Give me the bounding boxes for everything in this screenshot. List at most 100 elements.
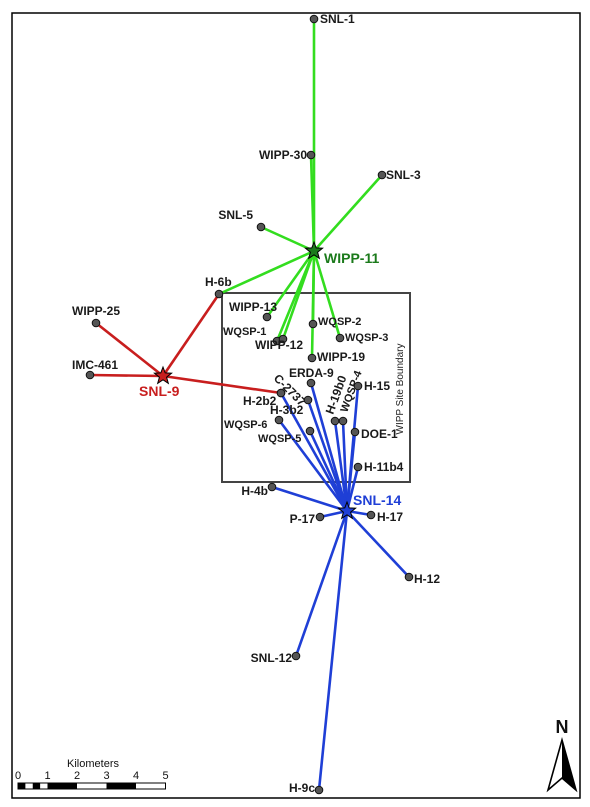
wells-layer: SNL-1WIPP-30SNL-3SNL-5H-6bWIPP-13WQSP-1W…: [72, 12, 440, 795]
well-wqsp-3: WQSP-3: [335, 332, 388, 344]
connection-wipp11-wqsp-3: [312, 249, 342, 340]
hub-snl9: SNL-9: [139, 365, 180, 399]
well-marker-icon: [276, 388, 286, 398]
well-label: WIPP-25: [72, 304, 120, 318]
well-label: H-11b4: [364, 460, 404, 474]
well-marker-icon: [291, 651, 301, 661]
well-marker-icon: [274, 415, 284, 425]
hub-snl14: SNL-14: [337, 492, 401, 520]
well-h-15: H-15: [353, 379, 390, 393]
well-label: SNL-1: [320, 12, 355, 26]
connection-snl14-doe-1: [345, 430, 357, 513]
connection-wipp11-wipp-12: [281, 249, 316, 341]
well-marker-icon: [335, 333, 345, 343]
star-icon: [153, 365, 173, 385]
connection-snl14-wqsp-5: [308, 429, 349, 513]
scale-bar-segment: [32, 783, 41, 789]
well-label: WQSP-3: [345, 332, 388, 344]
well-erda-9: ERDA-9: [289, 366, 334, 388]
connection-wipp11-wipp-30: [309, 153, 316, 253]
well-marker-icon: [306, 378, 316, 388]
site-boundary: [221, 292, 411, 483]
well-snl-1: SNL-1: [309, 12, 355, 26]
hub-label: SNL-14: [353, 492, 401, 508]
connection-wipp11-snl-3: [312, 173, 384, 253]
well-label: IMC-461: [72, 358, 118, 372]
well-marker-icon: [91, 318, 101, 328]
well-marker-icon: [314, 785, 324, 795]
connection-snl9-h-2b2: [161, 374, 283, 395]
well-label: SNL-12: [251, 651, 293, 665]
well-h-11b4: H-11b4: [353, 460, 404, 474]
scale-bar-segment: [47, 783, 77, 789]
well-marker-icon: [377, 170, 387, 180]
well-label: H-17: [377, 510, 403, 524]
connection-snl14-c-2737: [279, 391, 349, 513]
well-label: WQSP-5: [258, 433, 301, 445]
connection-snl9-h-6b: [161, 292, 221, 378]
scale-bar-tick-label: 4: [133, 770, 139, 782]
scale-bar-tick-label: 0: [15, 770, 21, 782]
well-marker-icon: [330, 416, 340, 426]
well-marker-icon: [308, 319, 318, 329]
well-imc-461: IMC-461: [72, 358, 118, 380]
connection-snl14-snl-12: [294, 509, 349, 658]
scale-bar-title: Kilometers: [67, 758, 119, 770]
north-arrow: N: [546, 717, 578, 793]
well-label: H-3b2: [270, 403, 304, 417]
well-marker-icon: [305, 426, 315, 436]
well-label: WQSP-2: [318, 316, 361, 328]
well-snl-3: SNL-3: [377, 168, 421, 182]
well-wipp-19: WIPP-19: [307, 350, 365, 364]
well-snl-5: SNL-5: [218, 208, 266, 232]
map-frame: [11, 12, 581, 799]
connection-snl14-h-11b4: [345, 465, 360, 513]
well-marker-icon: [309, 14, 319, 24]
well-marker-icon: [338, 416, 348, 426]
connection-snl14-h-3b2: [306, 398, 349, 513]
well-wqsp-6: WQSP-6: [224, 415, 284, 431]
well-h-9c: H-9c: [289, 781, 324, 795]
well-marker-icon: [353, 462, 363, 472]
well-marker-icon: [303, 395, 313, 405]
well-wqsp-2: WQSP-2: [308, 316, 361, 329]
well-marker-icon: [214, 289, 224, 299]
well-label: H-12: [414, 572, 440, 586]
well-marker-icon: [307, 353, 317, 363]
well-label: SNL-5: [218, 208, 253, 222]
well-snl-12: SNL-12: [251, 651, 301, 665]
scale-bar-tick-label: 3: [103, 770, 109, 782]
well-label: WQSP-1: [223, 326, 266, 338]
well-label: WIPP-19: [317, 350, 365, 364]
scale-bar-segment: [18, 783, 26, 789]
hub-label: SNL-9: [139, 383, 180, 399]
connection-snl14-h-9c: [317, 509, 349, 792]
well-marker-icon: [256, 222, 266, 232]
well-label: H-6b: [205, 275, 232, 289]
scale-bar-tick-label: 1: [44, 770, 50, 782]
well-marker-icon: [353, 381, 363, 391]
well-wqsp-5: WQSP-5: [258, 426, 315, 445]
north-arrow-label: N: [556, 717, 569, 737]
site-boundary-label: WIPP Site Boundary: [395, 344, 406, 435]
well-wipp-13: WIPP-13: [229, 300, 277, 322]
connection-wipp11-h-6b: [217, 249, 316, 296]
well-marker-icon: [85, 370, 95, 380]
star-icon: [337, 500, 357, 520]
well-label: H-2b2: [243, 394, 277, 408]
well-label: ERDA-9: [289, 366, 334, 380]
connection-snl14-h-19b0: [333, 419, 349, 513]
well-h-6b: H-6b: [205, 275, 232, 299]
well-wipp-30: WIPP-30: [259, 148, 316, 162]
well-label: WIPP-13: [229, 300, 277, 314]
scale-bar-segment: [106, 783, 136, 789]
well-h-17: H-17: [366, 510, 403, 524]
well-label: H-4b: [241, 484, 268, 498]
hub-wipp11: WIPP-11: [304, 240, 379, 266]
well-marker-icon: [278, 334, 288, 344]
well-marker-icon: [350, 427, 360, 437]
hub-label: WIPP-11: [324, 250, 379, 266]
connection-snl14-wqsp-6: [277, 418, 349, 513]
well-label: WIPP-30: [259, 148, 307, 162]
